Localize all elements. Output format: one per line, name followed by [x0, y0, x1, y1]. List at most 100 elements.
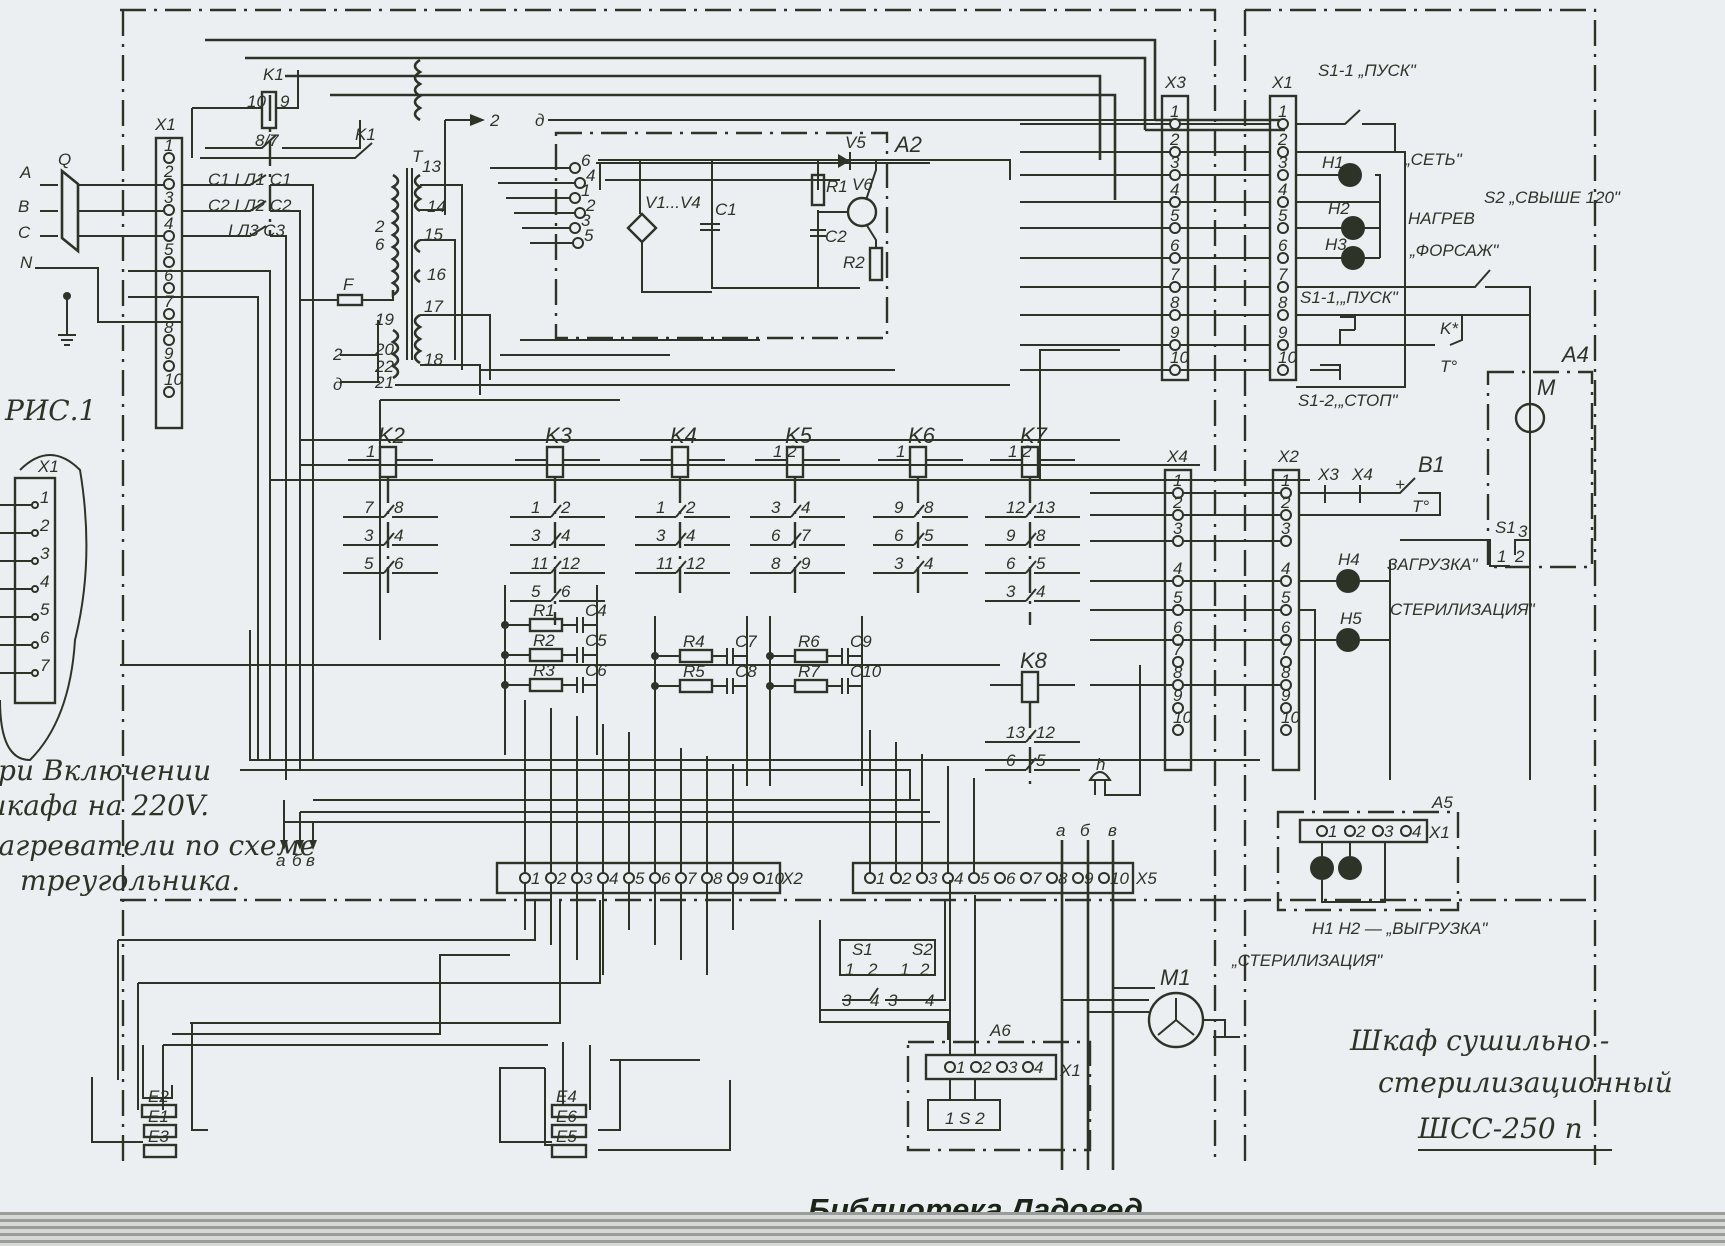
heater-e2-label: E2 [148, 1087, 169, 1106]
x1-main-pin-label-5: 5 [164, 240, 174, 259]
x1-panel-terminal-2 [1277, 146, 1289, 158]
x2-panel-terminal-4 [1280, 575, 1292, 587]
a5-pin-label-4: 4 [1412, 822, 1421, 841]
note-line-4: треугольника. [20, 864, 240, 897]
indicator-boost-label: „ФОРСАЖ" [1409, 241, 1499, 260]
transformer-t [300, 58, 491, 395]
top-bus [205, 38, 1285, 200]
panel-lamps-lower [1299, 560, 1391, 800]
winding-22: 22 [374, 357, 394, 376]
k1-pin-9: 9 [280, 92, 290, 111]
a6-pin-label-4: 4 [1034, 1058, 1043, 1077]
k7-coil-pins: 1 2 [1008, 442, 1032, 461]
a6-label: A6 [989, 1021, 1011, 1040]
k3-contact-4-a: 5 [531, 582, 541, 601]
k5-contact-3-a: 8 [771, 554, 781, 573]
a6-pin-label-3: 3 [1008, 1058, 1018, 1077]
phase-b-label: B [18, 197, 29, 216]
r2-label: R2 [533, 631, 555, 650]
x2-bottom-terminal-4 [597, 872, 609, 884]
connector-x3-label: X3 [1317, 465, 1339, 484]
inset-terminal-1 [31, 501, 39, 509]
scan-edge-strip [0, 1212, 1725, 1246]
k2-contact-3-blade [383, 560, 395, 574]
k6-contact-1-b: 8 [924, 498, 934, 517]
x2-panel-pin-label-3: 3 [1281, 519, 1291, 538]
a2-terminal-5 [572, 237, 584, 249]
x4-pin-label-4: 4 [1173, 559, 1182, 578]
phase-n-label: N [20, 253, 33, 272]
x3-pin-label-7: 7 [1170, 265, 1180, 284]
x3-pin-label-10: 10 [1170, 348, 1189, 367]
k2-coil [378, 445, 398, 479]
k7-contact-4-b: 4 [1036, 582, 1045, 601]
output-a: а [276, 851, 285, 870]
x2-bottom-pin-label-9: 9 [739, 869, 749, 888]
x2-panel-pin-label-4: 4 [1281, 559, 1290, 578]
r1-label: R1 [533, 601, 555, 620]
x4-pin-label-2: 2 [1172, 493, 1183, 512]
figure-label: РИС.1 [4, 394, 96, 427]
bottom-switches [819, 900, 950, 1040]
k6-coil-pins: 1 [896, 442, 905, 461]
x2-bottom-label: X2 [781, 869, 803, 888]
winding-2: 2 [374, 217, 385, 236]
x5-in-v: в [1108, 821, 1117, 840]
x4-label: X4 [1166, 447, 1188, 466]
a5-terminal-1 [1316, 825, 1328, 837]
k2-contact-2-b: 4 [394, 526, 403, 545]
x4-terminal-10 [1172, 724, 1184, 736]
phase-a-label: A [19, 163, 31, 182]
k5-contact-2-b: 7 [801, 526, 811, 545]
heater-e6 [550, 1123, 588, 1139]
x1-main-terminal-10 [163, 386, 175, 398]
contactor-pole-2: C2 I Л2 C2 [208, 196, 292, 215]
a5-terminal-3 [1372, 825, 1384, 837]
terminal-block-x2-bottom [495, 861, 782, 895]
x1-panel-terminal-3 [1277, 169, 1289, 181]
heater-e1-label: E1 [148, 1107, 169, 1126]
a6-pin-label-1: 1 [956, 1058, 965, 1077]
bridge-label: V1...V4 [645, 193, 701, 212]
x3-pin-label-8: 8 [1170, 293, 1180, 312]
x4-terminal-9 [1172, 702, 1184, 714]
k6-contact-3-blade [913, 560, 925, 574]
r7-label: R7 [798, 662, 820, 681]
buzzer-label: h [1096, 755, 1105, 774]
inset-pin-label-6: 6 [40, 628, 50, 647]
note-line-1: при Включении [0, 754, 211, 787]
x1-panel-pin-label-5: 5 [1278, 206, 1288, 225]
inset-terminal-6 [31, 641, 39, 649]
k2-contact-3-a: 5 [364, 554, 374, 573]
k4-contact-1-blade [675, 504, 687, 518]
x1-main-terminal-9 [163, 360, 175, 372]
v5-label: V5 [845, 133, 866, 152]
x4-terminal-7 [1172, 656, 1184, 668]
contactor-pole-1: C1 I Л1 C1 [208, 170, 291, 189]
heater-e2 [140, 1103, 178, 1119]
x2-bottom-terminal-6 [649, 872, 661, 884]
inset-pin-label-4: 4 [40, 572, 49, 591]
r4-label: R4 [683, 632, 705, 651]
x5-in-a: а [1056, 821, 1065, 840]
k8-contact-1-a: 13 [1006, 723, 1025, 742]
s1-bottom-label: S1 [852, 940, 873, 959]
k7-label: K7 [1020, 423, 1048, 448]
note-line-3: нагреватели по схеме [0, 829, 316, 862]
k6-contact-3-a: 3 [894, 554, 904, 573]
k1-contact-87: 8/7 [255, 131, 279, 150]
heater-e5-label: E5 [556, 1127, 577, 1146]
x1-panel-pin-label-3: 3 [1278, 153, 1288, 172]
s-pin-3a: 3 [842, 991, 852, 1010]
k7-contact-2-a: 9 [1006, 526, 1016, 545]
x2-bottom-terminal-5 [623, 872, 635, 884]
x4-pin-label-9: 9 [1173, 686, 1183, 705]
heater-e4 [550, 1103, 588, 1119]
d-label: д [535, 111, 544, 130]
a2-pin-label-1: 1 [581, 181, 590, 200]
